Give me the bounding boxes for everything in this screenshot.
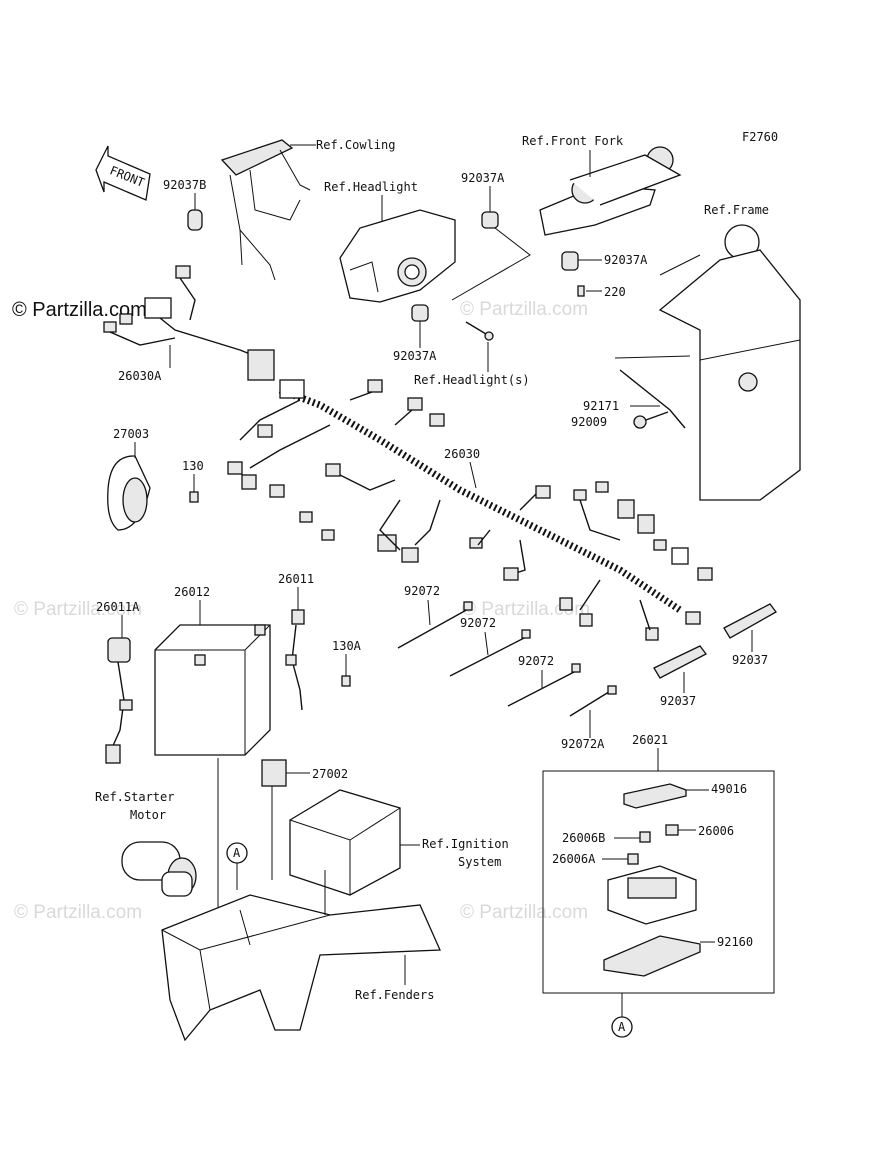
label-26030: 26030: [444, 447, 480, 461]
label-92037-1: 92037: [732, 653, 768, 667]
battery-cable-icon: [105, 637, 133, 764]
headlight-icon: [339, 209, 456, 303]
relay-icon: [261, 759, 287, 787]
label-92171: 92171: [583, 399, 619, 413]
label-ref-cowling: Ref.Cowling: [316, 138, 395, 152]
watermark: © Partzilla.com: [14, 599, 142, 620]
battery-cable-icon: [285, 609, 305, 711]
label-92009: 92009: [571, 415, 607, 429]
bolt-icon: [341, 675, 351, 687]
leader-line: [451, 227, 531, 301]
label-92037b: 92037B: [163, 178, 206, 192]
label-26021: 26021: [632, 733, 668, 747]
label-26006a: 26006A: [552, 852, 596, 866]
diagram-code: F2760: [742, 130, 778, 144]
fuse-box-cover-icon: [623, 783, 687, 809]
clamp-icon: [187, 209, 203, 231]
callout-marker-label: A: [618, 1020, 626, 1034]
front-fork-icon: [539, 146, 682, 236]
leader-line: [469, 461, 477, 489]
label-ref-starter-motor: Motor: [130, 808, 166, 822]
label-ref-headlight: Ref.Headlight: [324, 180, 418, 194]
label-92037-2: 92037: [660, 694, 696, 708]
pad-icon: [723, 603, 777, 639]
fuse-icon: [665, 824, 679, 836]
clamp-icon: [481, 211, 499, 229]
front-arrow-icon: FRONT: [95, 145, 151, 201]
watermark: © Partzilla.com: [462, 599, 590, 620]
label-ref-ignition-system: System: [458, 855, 501, 869]
label-26006b: 26006B: [562, 831, 605, 845]
leader-line: [614, 355, 691, 359]
label-26011a: 26011A: [96, 600, 140, 614]
cable-tie-icon: [397, 601, 617, 717]
label-ref-front-fork: Ref.Front Fork: [522, 134, 624, 148]
callout-marker: [611, 1016, 633, 1038]
clamp-icon: [561, 251, 579, 271]
label-92160: 92160: [717, 935, 753, 949]
label-92037a-1: 92037A: [461, 171, 505, 185]
starter-motor-icon: [121, 841, 197, 897]
bolt-icon: [577, 285, 585, 297]
watermarks: © Partzilla.com © Partzilla.com © Partzi…: [14, 299, 590, 923]
label-26030a: 26030A: [118, 369, 162, 383]
battery-icon: [154, 624, 271, 756]
bolt-icon: [633, 411, 669, 429]
horn-icon: [107, 455, 151, 531]
label-49016: 49016: [711, 782, 747, 796]
bolt-icon: [189, 491, 199, 503]
fuse-icon: [639, 831, 651, 843]
watermark: © Partzilla.com: [460, 902, 588, 923]
fuse-icon: [627, 853, 639, 865]
watermark-main: © Partzilla.com: [12, 299, 147, 321]
label-26012: 26012: [174, 585, 210, 599]
watermark: © Partzilla.com: [460, 299, 588, 320]
battery-case-icon: [161, 894, 441, 1042]
label-ref-headlights: Ref.Headlight(s): [414, 373, 530, 387]
label-26006: 26006: [698, 824, 734, 838]
label-ref-starter: Ref.Starter: [95, 790, 174, 804]
pad-icon: [653, 645, 707, 679]
watermark: © Partzilla.com: [14, 902, 142, 923]
frame-icon: [658, 224, 801, 501]
label-ref-fenders: Ref.Fenders: [355, 988, 434, 1002]
label-92072-2: 92072: [460, 616, 496, 630]
label-220: 220: [604, 285, 626, 299]
ignition-unit-icon: [289, 789, 401, 896]
clamp-icon: [411, 304, 429, 322]
leader-line: [427, 599, 431, 626]
label-92037a-3: 92037A: [604, 253, 648, 267]
label-ref-ignition: Ref.Ignition: [422, 837, 509, 851]
label-ref-frame: Ref.Frame: [704, 203, 769, 217]
label-130: 130: [182, 459, 204, 473]
cowling-bracket-icon: [220, 139, 311, 281]
callout-marker-label: A: [233, 846, 241, 860]
label-26011: 26011: [278, 572, 314, 586]
label-92037a-2: 92037A: [393, 349, 437, 363]
label-27002: 27002: [312, 767, 348, 781]
cable-icon: [619, 369, 686, 429]
label-27003: 27003: [113, 427, 149, 441]
label-92072-1: 92072: [404, 584, 440, 598]
sub-harness-icon: [103, 265, 275, 381]
leader-line: [484, 631, 489, 656]
fuse-box-icon: [607, 865, 697, 925]
label-92072-3: 92072: [518, 654, 554, 668]
label-92072a: 92072A: [561, 737, 605, 751]
main-harness-icon: [227, 379, 713, 641]
label-130a: 130A: [332, 639, 362, 653]
screw-icon: [465, 321, 494, 341]
fuse-box-lower-cover-icon: [603, 935, 701, 977]
